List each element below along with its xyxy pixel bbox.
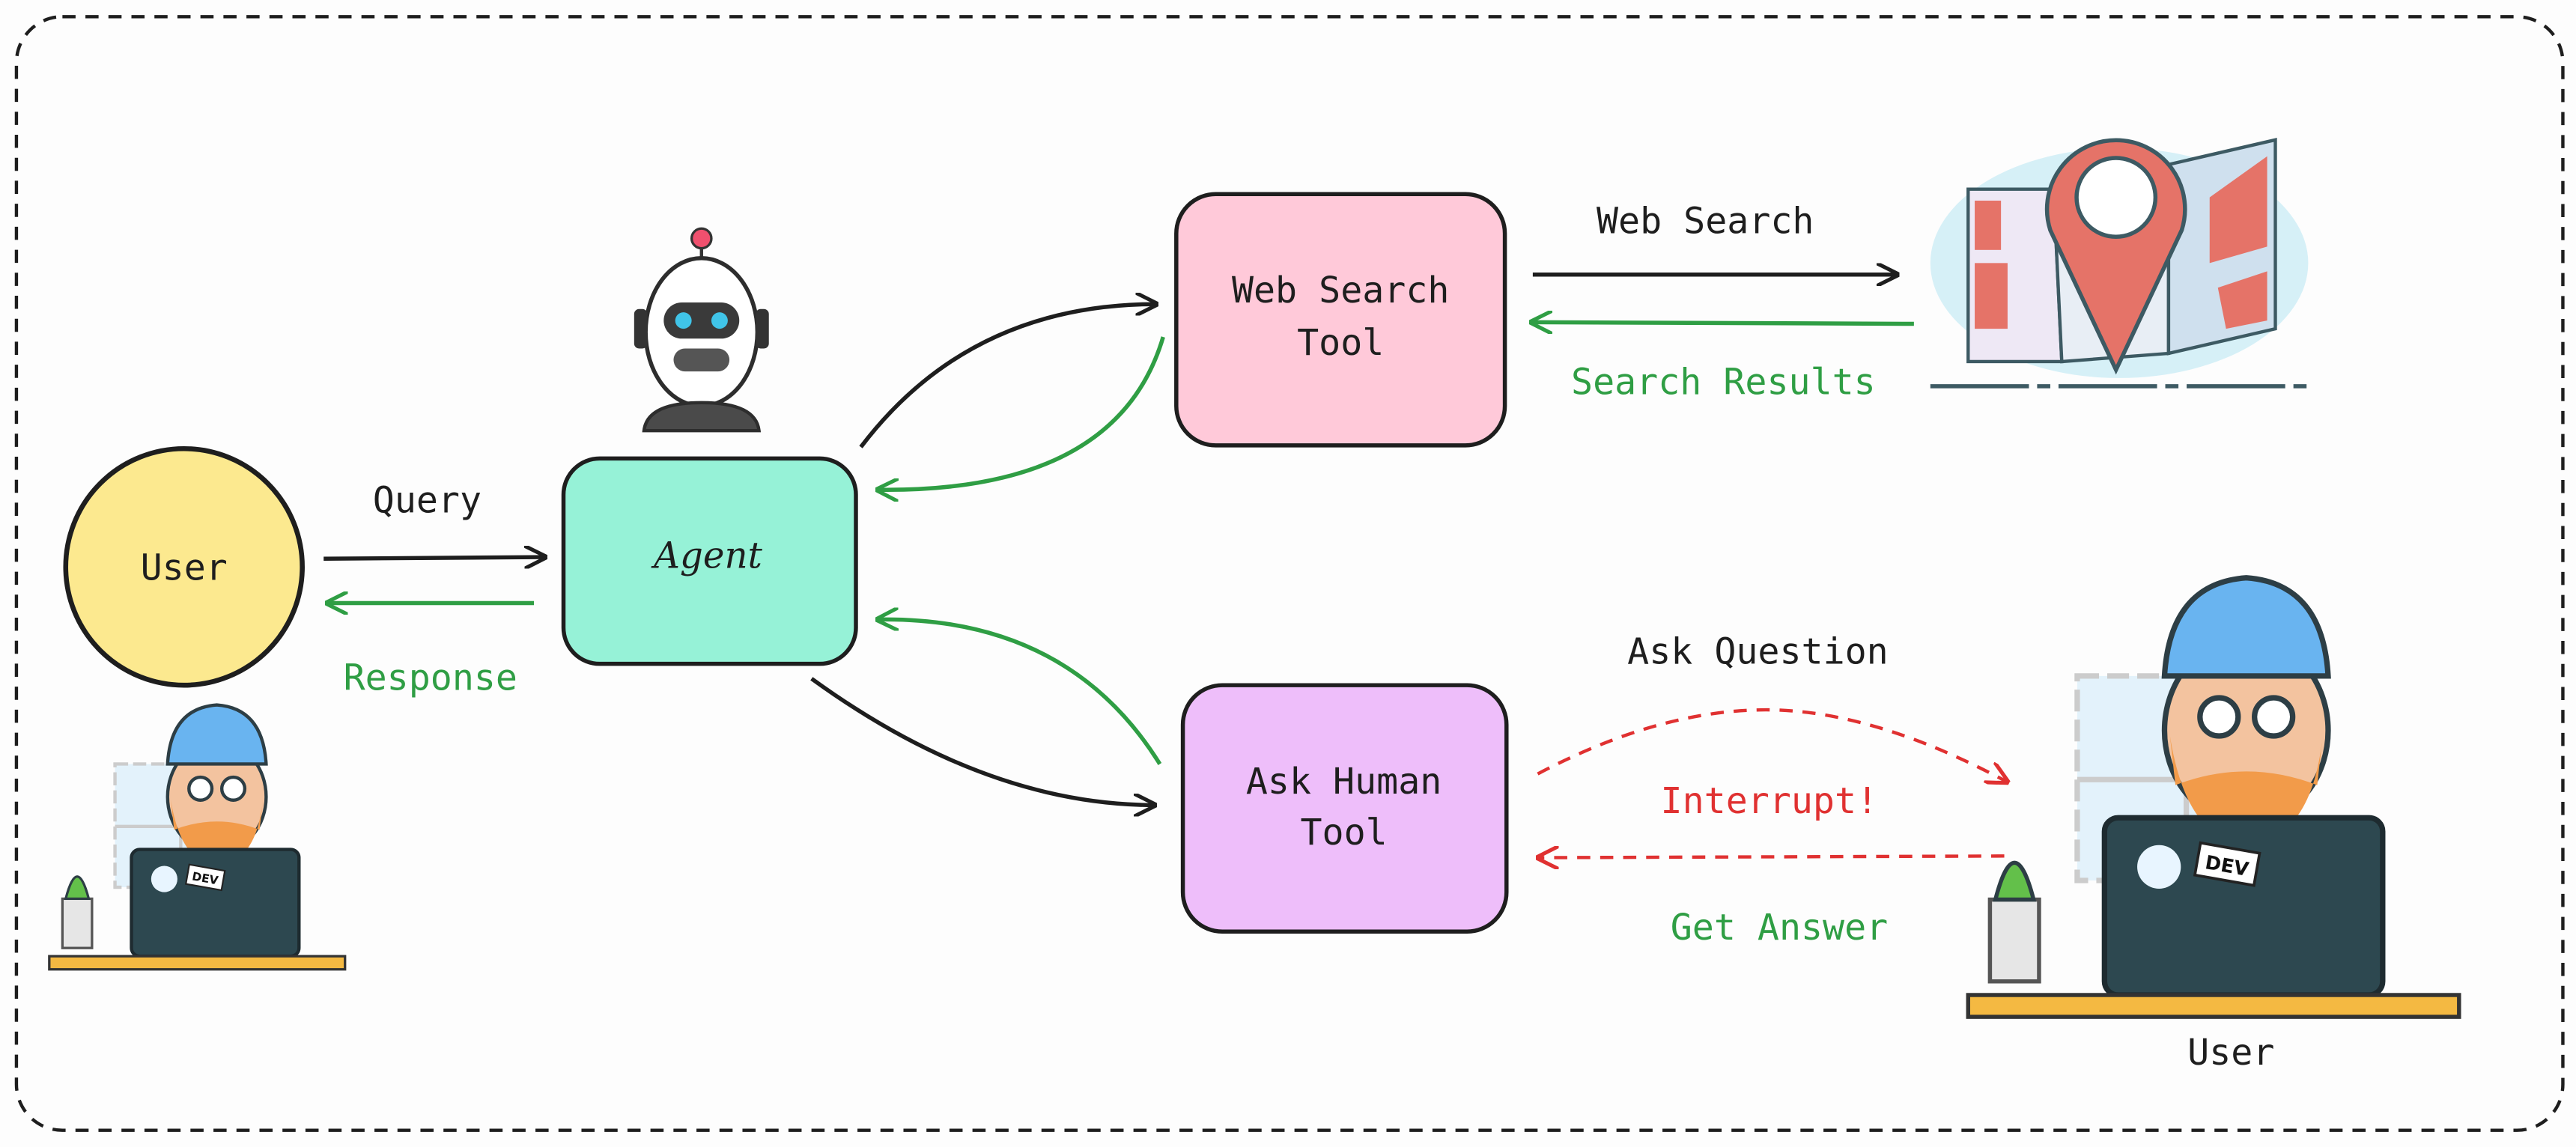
web-search-tool-label-2: Tool	[1297, 322, 1384, 364]
web-search-label: Web Search	[1597, 201, 1814, 243]
agent-node[interactable]: Agent	[561, 456, 858, 666]
developer-left-icon: DEV	[49, 705, 345, 970]
web-search-tool-label-1: Web Search	[1232, 270, 1450, 311]
agent-to-ask-human-arrow	[810, 677, 1155, 805]
response-label: Response	[344, 657, 517, 699]
ask-question-arrow	[1537, 708, 2007, 782]
web-search-to-agent-arrow	[878, 336, 1165, 490]
map-pin-icon	[1930, 138, 2309, 389]
ask-human-tool-label-2: Tool	[1300, 812, 1387, 854]
query-label: Query	[373, 480, 482, 522]
web-search-tool-node[interactable]: Web Search Tool	[1174, 192, 1507, 448]
search-results-arrow	[1531, 322, 1914, 323]
dev-sticker-left: DEV	[191, 870, 219, 888]
agent-node-label: Agent	[651, 535, 762, 577]
ask-human-tool-label-1: Ask Human	[1246, 761, 1442, 803]
search-results-label: Search Results	[1571, 362, 1876, 404]
user-node-label: User	[141, 547, 228, 589]
ask-human-to-agent-arrow	[878, 619, 1162, 765]
user-right-label: User	[2187, 1032, 2274, 1074]
robot-icon	[634, 227, 769, 433]
interrupt-label: Interrupt!	[1661, 780, 1879, 822]
get-answer-label: Get Answer	[1671, 907, 1889, 949]
developer-right-icon: DEV	[1968, 578, 2459, 1017]
ask-human-tool-node[interactable]: Ask Human Tool	[1180, 683, 1509, 934]
get-answer-arrow	[1537, 856, 2005, 857]
query-arrow	[323, 557, 545, 559]
ask-question-label: Ask Question	[1627, 630, 1889, 672]
agent-to-web-search-arrow	[859, 304, 1157, 448]
user-node[interactable]: User	[63, 445, 305, 688]
outer-frame	[14, 15, 2565, 1132]
